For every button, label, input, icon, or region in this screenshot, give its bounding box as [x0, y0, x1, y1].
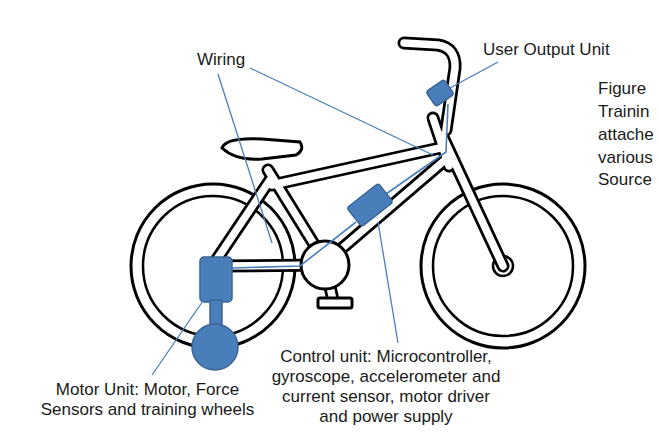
leader-line — [250, 68, 433, 155]
leader-line — [152, 298, 205, 375]
motor-unit-box — [200, 257, 232, 302]
seat-stay — [215, 180, 270, 262]
caption-fragment: attache — [598, 125, 654, 145]
wire — [232, 222, 356, 268]
training-wheel — [192, 324, 238, 370]
down-tube — [333, 160, 445, 256]
part-label: Motor Unit: Motor, Force Sensors and tra… — [35, 380, 260, 420]
wire — [386, 104, 448, 194]
fork — [442, 135, 503, 266]
seat-stay-fill — [215, 180, 270, 262]
down-tube-fill — [333, 160, 445, 256]
part-label: Wiring — [197, 50, 245, 70]
leader-line — [450, 62, 498, 88]
chainring — [301, 241, 349, 289]
caption-fragment: Figure — [598, 79, 646, 99]
part-label: Control unit: Microcontroller, gyroscope… — [269, 347, 503, 427]
leader-line — [378, 222, 398, 343]
caption-fragment: Trainin — [598, 102, 649, 122]
pedal — [318, 298, 352, 308]
user-output-box — [426, 79, 454, 106]
part-label: User Output Unit — [483, 40, 610, 60]
fork-fill — [442, 135, 503, 266]
saddle — [222, 139, 302, 160]
leader-line — [218, 74, 272, 243]
caption-fragment: Source — [598, 170, 652, 190]
control-unit-box — [347, 183, 393, 227]
caption-fragment: various — [598, 148, 653, 168]
